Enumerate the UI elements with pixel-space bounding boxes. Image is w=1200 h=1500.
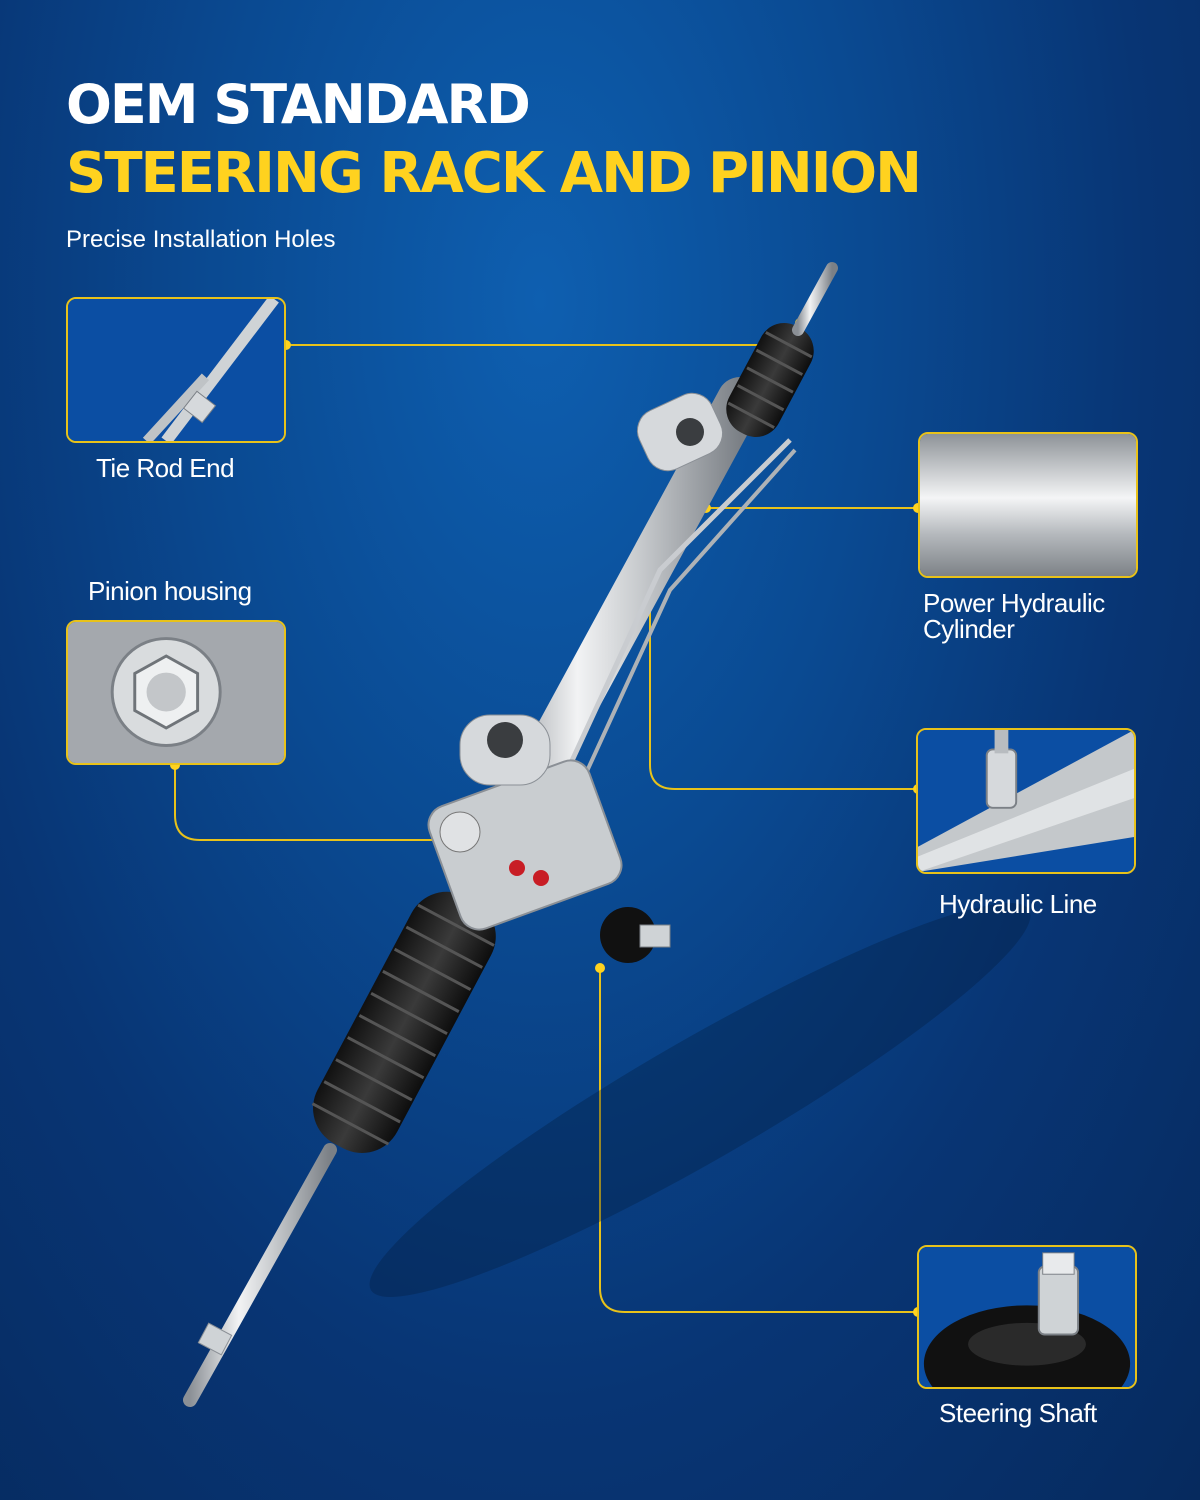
hydraulic-line-thumbnail	[916, 728, 1136, 874]
steering-shaft-label: Steering Shaft	[939, 1398, 1097, 1428]
power-hydraulic-cylinder-label-line2: Cylinder	[923, 614, 1015, 644]
steering-shaft-thumbnail	[917, 1245, 1137, 1389]
hydraulic-line-label: Hydraulic Line	[939, 889, 1097, 919]
page-title-line1: OEM STANDARD	[66, 73, 531, 136]
tie-rod-end-thumbnail	[66, 297, 286, 443]
power-hydraulic-cylinder-label-line1: Power Hydraulic	[923, 588, 1105, 618]
pinion-housing-thumbnail	[66, 620, 286, 765]
tie-rod-end-label: Tie Rod End	[96, 453, 235, 483]
power-hydraulic-cylinder-thumbnail	[918, 432, 1138, 578]
pinion-housing-label: Pinion housing	[88, 576, 252, 606]
page-title-line2: STEERING RACK AND PINION	[66, 141, 922, 206]
page-subtitle: Precise Installation Holes	[66, 226, 336, 253]
